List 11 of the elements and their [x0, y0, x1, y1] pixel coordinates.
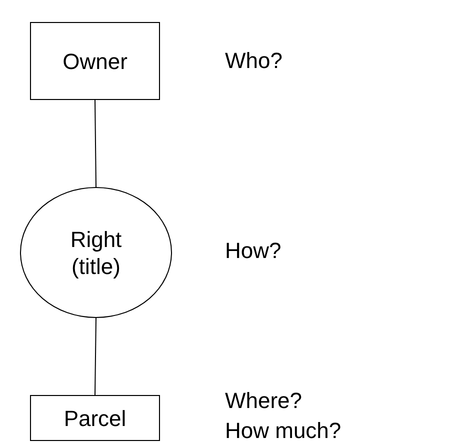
box-node: [30, 22, 160, 100]
question-text: How much?: [225, 417, 342, 443]
node-label: Parcel: [62, 404, 128, 432]
question-text: Who?: [225, 47, 282, 75]
node-label: Owner: [62, 48, 128, 74]
connector-line: [94, 318, 96, 396]
connector-line: [94, 100, 96, 188]
node-label: Right (title): [69, 226, 123, 280]
box-node: [30, 395, 160, 441]
question-text: Where?: [225, 387, 304, 415]
question-text: How?: [225, 237, 282, 265]
